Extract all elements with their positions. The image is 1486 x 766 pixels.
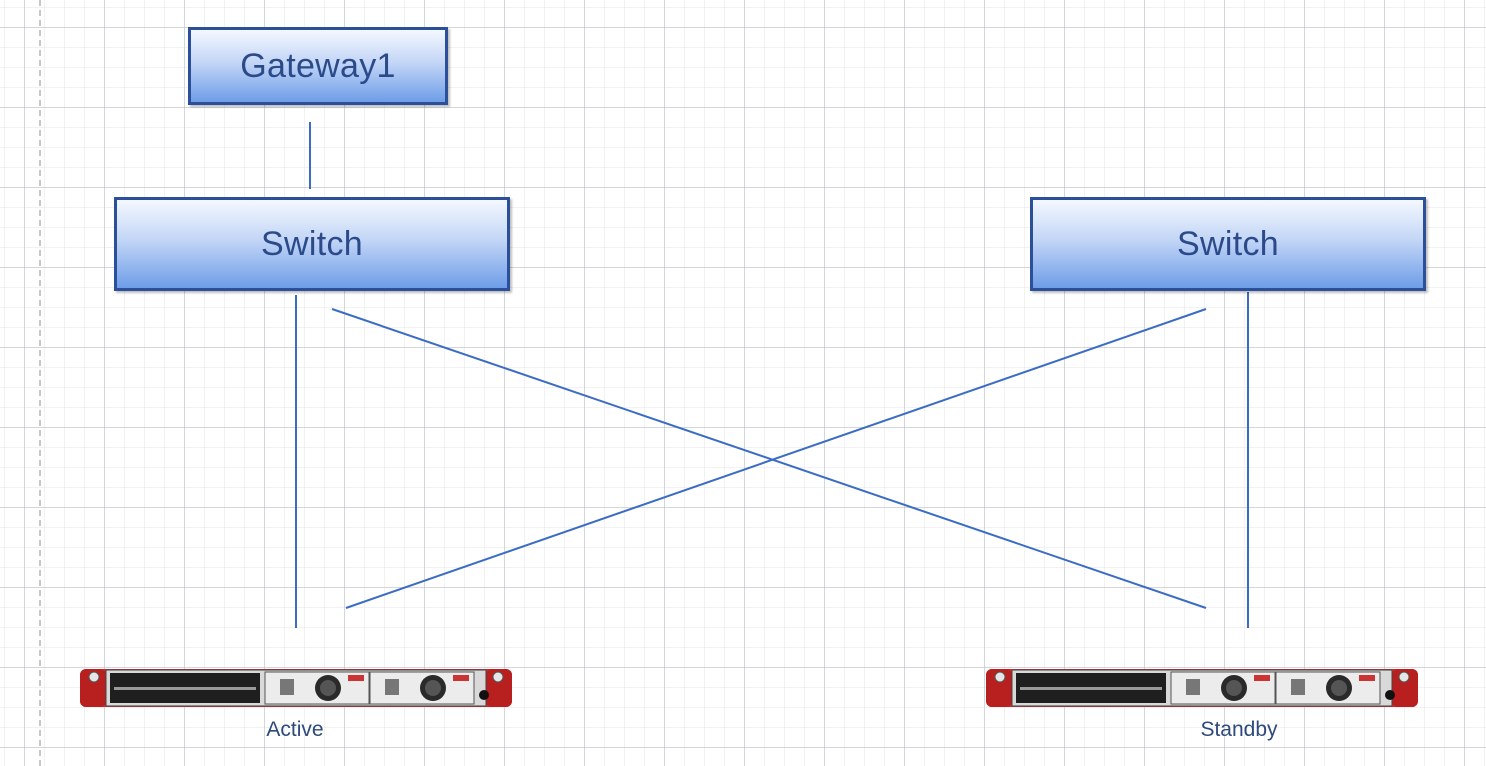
gateway-label: Gateway1 (240, 46, 396, 85)
switch-left-node[interactable]: Switch (114, 197, 510, 291)
switch-right-label: Switch (1177, 224, 1279, 263)
page-edge-guide (39, 0, 41, 766)
active-firewall-appliance-icon[interactable] (80, 667, 512, 709)
standby-label: Standby (1200, 718, 1278, 741)
switch-right-node[interactable]: Switch (1030, 197, 1426, 291)
link-switch-right-active[interactable] (345, 308, 1207, 609)
active-label: Active (266, 718, 324, 741)
link-switch-left-standby[interactable] (331, 308, 1207, 609)
gateway-node[interactable]: Gateway1 (188, 27, 448, 105)
standby-firewall-appliance-icon[interactable] (986, 667, 1418, 709)
switch-left-label: Switch (261, 224, 363, 263)
